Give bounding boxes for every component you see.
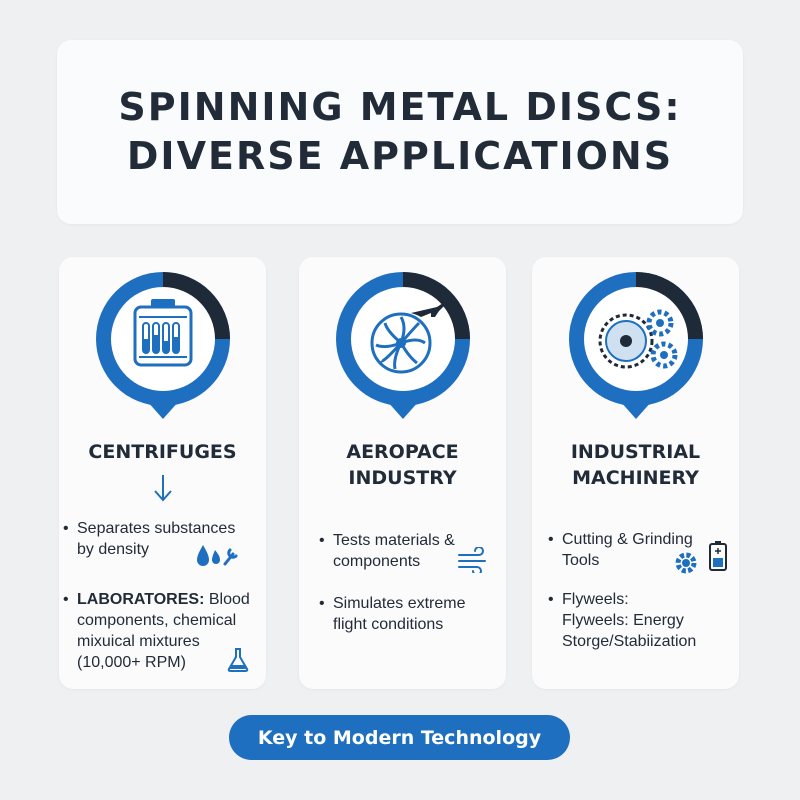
bullet-item: • Tests materials & components	[319, 532, 455, 571]
card-centrifuges: CENTRIFUGES • Separates substances by de…	[59, 257, 266, 689]
drop-wrench-icon	[197, 545, 238, 566]
centrifuge-icon	[133, 299, 193, 367]
bullet-item: • LABORATORES: Blood components, chemica…	[63, 591, 250, 672]
machinery-pin-icon	[569, 272, 703, 419]
gear-icon	[675, 552, 697, 574]
card-title: CENTRIFUGES	[88, 441, 237, 463]
turbine-airplane-icon	[370, 303, 445, 374]
card-aerospace: AEROPACE INDUSTRY • Tests materials & co…	[299, 257, 506, 689]
card-title: AEROPACE INDUSTRY	[346, 441, 459, 490]
turbine-pin-icon	[336, 272, 470, 419]
wind-icon	[458, 547, 486, 573]
title-line-2: DIVERSE APPLICATIONS	[126, 134, 674, 178]
title-line-1: SPINNING METAL DISCS:	[118, 85, 682, 130]
saw-blade-gears-icon	[598, 309, 678, 369]
centrifuge-pin-icon	[96, 272, 230, 419]
title-card: SPINNING METAL DISCS: DIVERSE APPLICATIO…	[57, 40, 743, 224]
footer-banner: Key to Modern Technology	[229, 715, 570, 760]
flask-icon	[227, 648, 249, 672]
battery-icon	[709, 541, 727, 571]
bullet-item: • Separates substances by density	[63, 520, 236, 559]
arrow-down-icon	[154, 475, 172, 502]
bullet-item: • Flyweels: Flyweels: Energy Storge/Stab…	[548, 591, 697, 651]
bullet-item: • Cutting & Grinding Tools	[548, 531, 693, 570]
bullet-item: • Simulates extreme flight conditions	[319, 595, 466, 634]
card-title: INDUSTRIAL MACHINERY	[570, 441, 701, 490]
card-industrial: INDUSTRIAL MACHINERY • Cutting & Grindin…	[532, 257, 739, 689]
